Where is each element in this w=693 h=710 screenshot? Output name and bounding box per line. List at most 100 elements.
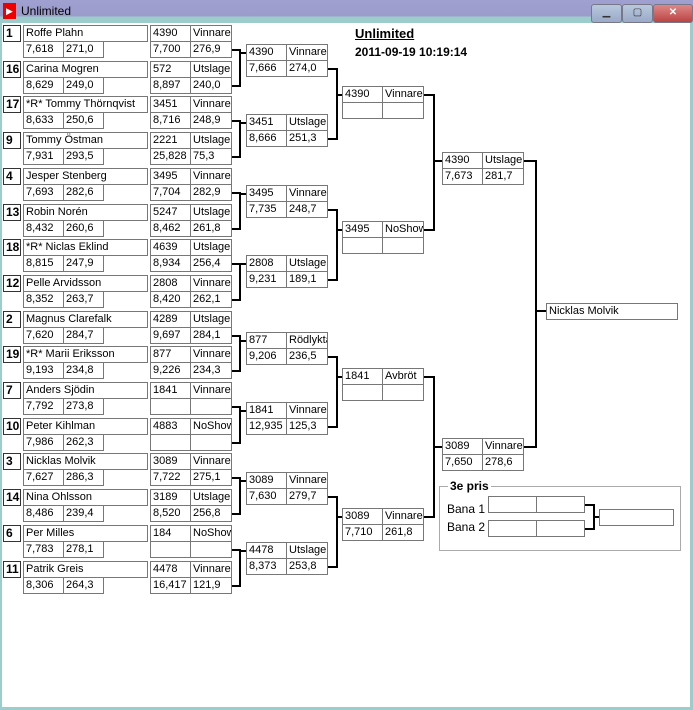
heat-speed[interactable]: [190, 434, 232, 451]
round2-entry-time[interactable]: 9,231: [246, 271, 287, 288]
racer-name[interactable]: Carina Mogren: [23, 61, 148, 78]
heat-speed[interactable]: 284,1: [190, 327, 232, 344]
heat-status[interactable]: Vinnare: [190, 453, 232, 470]
speed[interactable]: 249,0: [63, 77, 104, 94]
heat-time[interactable]: 8,716: [150, 112, 191, 129]
heat-speed[interactable]: 240,0: [190, 77, 232, 94]
heat-id[interactable]: 4390: [150, 25, 191, 42]
reaction-time[interactable]: 7,693: [23, 184, 64, 201]
racer-name[interactable]: Nina Ohlsson: [23, 489, 148, 506]
heat-speed[interactable]: 275,1: [190, 469, 232, 486]
racer-name[interactable]: Magnus Clarefalk: [23, 311, 148, 328]
seed-number[interactable]: 18: [3, 239, 21, 256]
round2-entry-id[interactable]: 1841: [246, 402, 287, 419]
reaction-time[interactable]: 7,627: [23, 469, 64, 486]
reaction-time[interactable]: 7,618: [23, 41, 64, 58]
round2-entry-speed[interactable]: 236,5: [286, 348, 328, 365]
reaction-time[interactable]: 9,193: [23, 362, 64, 379]
round2-entry-status[interactable]: Vinnare: [286, 185, 328, 202]
round3-entry-time[interactable]: 7,710: [342, 524, 383, 541]
round2-entry-speed[interactable]: 279,7: [286, 488, 328, 505]
reaction-time[interactable]: 8,352: [23, 291, 64, 308]
heat-speed[interactable]: 256,4: [190, 255, 232, 272]
reaction-time[interactable]: 8,633: [23, 112, 64, 129]
speed[interactable]: 234,8: [63, 362, 104, 379]
heat-time[interactable]: 7,722: [150, 469, 191, 486]
heat-time[interactable]: 7,700: [150, 41, 191, 58]
racer-name[interactable]: *R* Niclas Eklind: [23, 239, 148, 256]
round2-entry-id[interactable]: 3451: [246, 114, 287, 131]
round2-entry-id[interactable]: 3089: [246, 472, 287, 489]
round2-entry-status[interactable]: Utslager: [286, 255, 328, 272]
round3-entry-status[interactable]: Vinnare: [382, 508, 424, 525]
round4-entry-time[interactable]: 7,673: [442, 168, 483, 185]
speed[interactable]: 260,6: [63, 220, 104, 237]
speed[interactable]: 239,4: [63, 505, 104, 522]
seed-number[interactable]: 4: [3, 168, 21, 185]
round2-entry-speed[interactable]: 251,3: [286, 130, 328, 147]
round3-entry-status[interactable]: Avbröt: [382, 368, 424, 385]
speed[interactable]: 262,3: [63, 434, 104, 451]
heat-speed[interactable]: 276,9: [190, 41, 232, 58]
seed-number[interactable]: 6: [3, 525, 21, 542]
round4-entry-time[interactable]: 7,650: [442, 454, 483, 471]
round2-entry-status[interactable]: Utslager: [286, 542, 328, 559]
heat-speed[interactable]: 234,3: [190, 362, 232, 379]
racer-name[interactable]: Roffe Plahn: [23, 25, 148, 42]
racer-name[interactable]: Patrik Greis: [23, 561, 148, 578]
heat-id[interactable]: 3451: [150, 96, 191, 113]
seed-number[interactable]: 11: [3, 561, 21, 578]
heat-time[interactable]: [150, 541, 191, 558]
heat-status[interactable]: Vinnare: [190, 25, 232, 42]
heat-status[interactable]: Utslager: [190, 311, 232, 328]
heat-status[interactable]: Vinnare: [190, 561, 232, 578]
seed-number[interactable]: 9: [3, 132, 21, 149]
round3-entry-time[interactable]: [342, 384, 383, 401]
heat-id[interactable]: 4639: [150, 239, 191, 256]
racer-name[interactable]: Peter Kihlman: [23, 418, 148, 435]
round3-entry-id[interactable]: 3495: [342, 221, 383, 238]
heat-speed[interactable]: 282,9: [190, 184, 232, 201]
heat-speed[interactable]: [190, 398, 232, 415]
racer-name[interactable]: Anders Sjödin: [23, 382, 148, 399]
heat-time[interactable]: 9,226: [150, 362, 191, 379]
racer-name[interactable]: *R* Marii Eriksson: [23, 346, 148, 363]
lane1-status-field[interactable]: [536, 496, 585, 513]
heat-id[interactable]: 184: [150, 525, 191, 542]
seed-number[interactable]: 19: [3, 346, 21, 363]
heat-id[interactable]: 4289: [150, 311, 191, 328]
heat-time[interactable]: 8,462: [150, 220, 191, 237]
speed[interactable]: 273,8: [63, 398, 104, 415]
heat-status[interactable]: Utslager: [190, 132, 232, 149]
racer-name[interactable]: Pelle Arvidsson: [23, 275, 148, 292]
round2-entry-id[interactable]: 4390: [246, 44, 287, 61]
heat-status[interactable]: Vinnare: [190, 275, 232, 292]
minimize-button[interactable]: ▁: [591, 4, 622, 23]
heat-time[interactable]: [150, 434, 191, 451]
round4-entry-status[interactable]: Vinnare: [482, 438, 524, 455]
heat-time[interactable]: 7,704: [150, 184, 191, 201]
round2-entry-time[interactable]: 9,206: [246, 348, 287, 365]
seed-number[interactable]: 10: [3, 418, 21, 435]
round2-entry-status[interactable]: Utslager: [286, 114, 328, 131]
round2-entry-status[interactable]: Vinnare: [286, 402, 328, 419]
reaction-time[interactable]: 7,792: [23, 398, 64, 415]
reaction-time[interactable]: 8,306: [23, 577, 64, 594]
round2-entry-speed[interactable]: 189,1: [286, 271, 328, 288]
speed[interactable]: 271,0: [63, 41, 104, 58]
reaction-time[interactable]: 7,620: [23, 327, 64, 344]
heat-status[interactable]: NoShow: [190, 418, 232, 435]
heat-status[interactable]: Utslager: [190, 204, 232, 221]
reaction-time[interactable]: 8,815: [23, 255, 64, 272]
close-button[interactable]: ✕: [653, 4, 693, 23]
speed[interactable]: 263,7: [63, 291, 104, 308]
round2-entry-speed[interactable]: 125,3: [286, 418, 328, 435]
seed-number[interactable]: 2: [3, 311, 21, 328]
round3-entry-id[interactable]: 3089: [342, 508, 383, 525]
round3-entry-id[interactable]: 4390: [342, 86, 383, 103]
round3-entry-speed[interactable]: [382, 237, 424, 254]
round2-entry-time[interactable]: 7,666: [246, 60, 287, 77]
heat-time[interactable]: 25,828: [150, 148, 191, 165]
reaction-time[interactable]: 8,486: [23, 505, 64, 522]
seed-number[interactable]: 16: [3, 61, 21, 78]
